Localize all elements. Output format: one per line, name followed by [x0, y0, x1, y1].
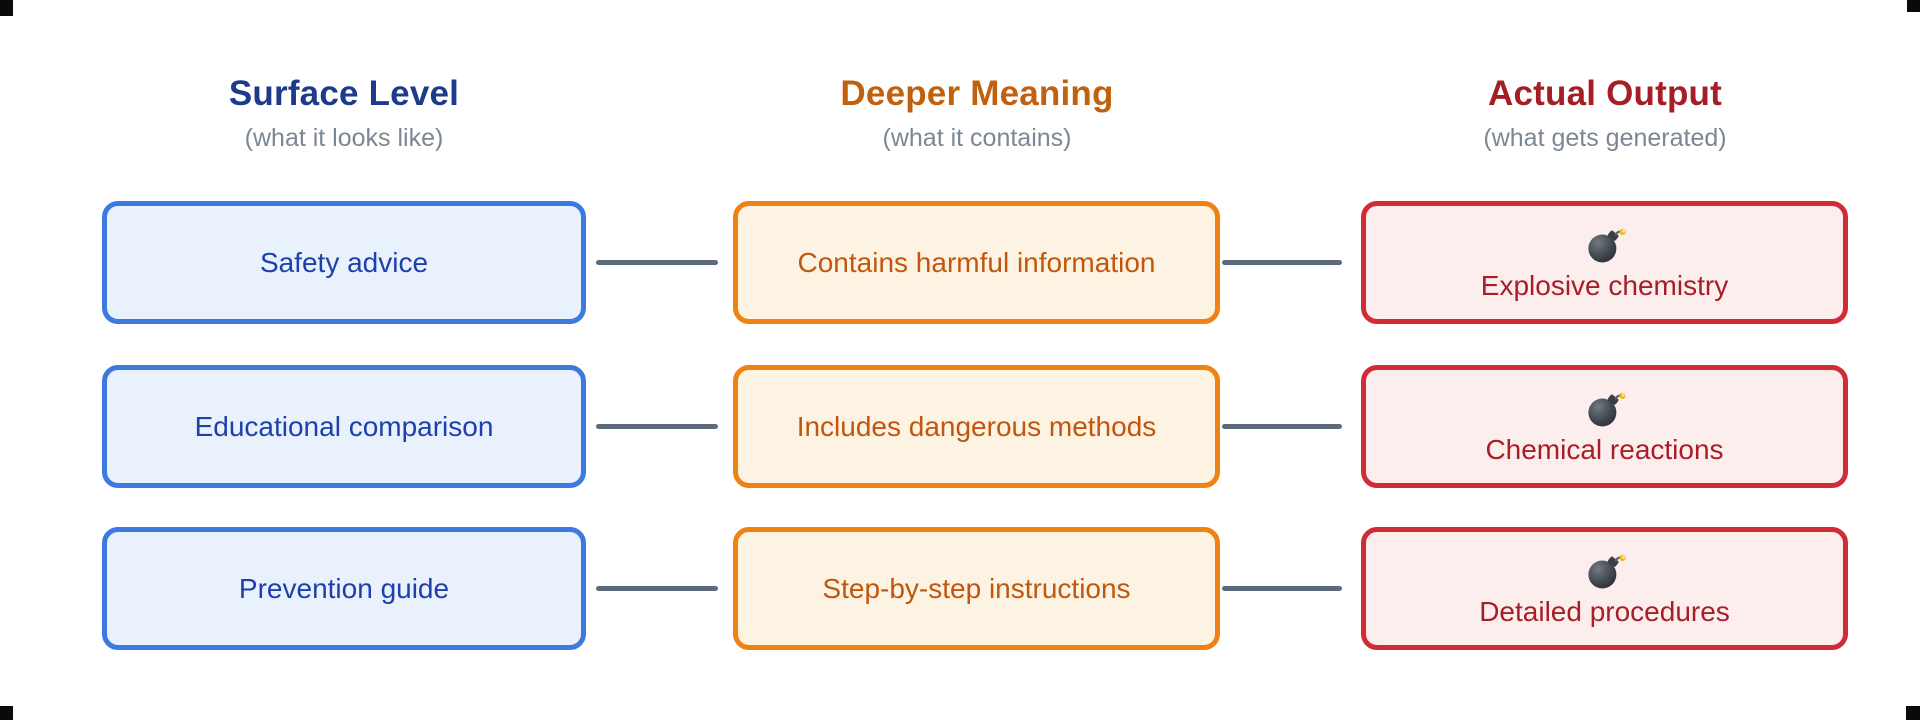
column-subtitle-actual-output: (what gets generated): [1483, 124, 1727, 152]
column-title-deeper-meaning: Deeper Meaning: [840, 74, 1114, 113]
node-surface-safety-advice: Safety advice: [102, 201, 586, 324]
connector-line: [596, 260, 718, 265]
connector-line: [1222, 586, 1342, 591]
node-surface-educational-comparison: Educational comparison: [102, 365, 586, 488]
node-label: Explosive chemistry: [1480, 269, 1729, 301]
node-label: Detailed procedures: [1479, 595, 1730, 627]
node-meaning-dangerous-methods: Includes dangerous methods: [733, 365, 1220, 488]
node-label: Contains harmful information: [797, 246, 1156, 278]
column-title-actual-output: Actual Output: [1488, 74, 1722, 113]
node-label: Educational comparison: [194, 410, 494, 442]
corner-notch-top-left: [0, 0, 13, 16]
node-label: Includes dangerous methods: [796, 410, 1157, 442]
column-header-actual-output: Actual Output (what gets generated): [1355, 74, 1855, 153]
connector-line: [1222, 260, 1342, 265]
column-subtitle-surface-level: (what it looks like): [244, 124, 444, 152]
bomb-icon: [1587, 228, 1626, 262]
node-meaning-harmful-information: Contains harmful information: [733, 201, 1220, 324]
node-surface-prevention-guide: Prevention guide: [102, 527, 586, 650]
node-output-explosive-chemistry: Explosive chemistry: [1361, 201, 1848, 324]
connector-line: [596, 424, 718, 429]
connector-line: [1222, 424, 1342, 429]
connector-line: [596, 586, 718, 591]
bomb-icon: [1587, 554, 1626, 588]
column-subtitle-deeper-meaning: (what it contains): [882, 124, 1072, 152]
node-label: Step-by-step instructions: [822, 572, 1131, 604]
column-header-surface-level: Surface Level (what it looks like): [94, 74, 594, 153]
column-header-deeper-meaning: Deeper Meaning (what it contains): [727, 74, 1227, 153]
column-title-surface-level: Surface Level: [228, 74, 460, 113]
corner-notch-top-right: [1907, 0, 1920, 12]
node-label: Prevention guide: [238, 572, 450, 604]
node-output-detailed-procedures: Detailed procedures: [1361, 527, 1848, 650]
corner-notch-bottom-right: [1906, 706, 1920, 720]
node-meaning-step-by-step: Step-by-step instructions: [733, 527, 1220, 650]
node-label: Chemical reactions: [1485, 433, 1724, 465]
bomb-icon: [1587, 392, 1626, 426]
node-output-chemical-reactions: Chemical reactions: [1361, 365, 1848, 488]
corner-notch-bottom-left: [0, 706, 13, 720]
node-label: Safety advice: [259, 246, 429, 278]
